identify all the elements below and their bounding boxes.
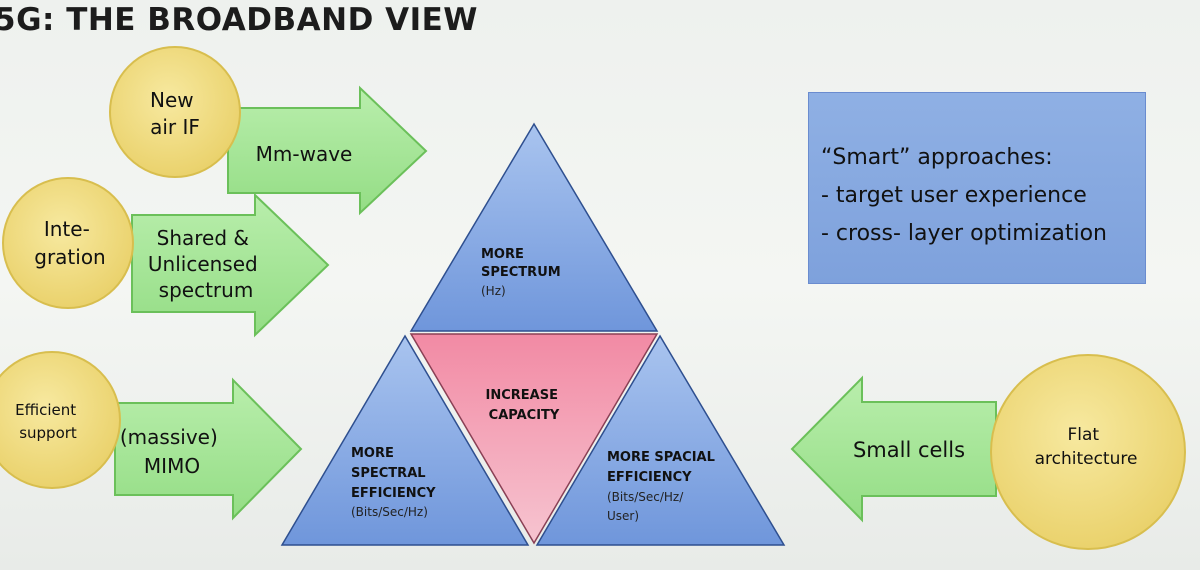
- small-cells-arrow: [790, 375, 997, 523]
- mm-wave-label: Mm-wave: [256, 142, 353, 166]
- more-spectral-efficiency-unit: (Bits/Sec/Hz): [351, 505, 428, 519]
- more-spacial-efficiency-heading: MORE SPACIAL EFFICIENCY: [607, 450, 719, 485]
- more-spectral-efficiency-triangle: [280, 334, 530, 546]
- shared-unlicensed-label: Shared & Unlicensed spectrum: [148, 226, 264, 302]
- smart-approaches-box: “Smart” approaches: - target user experi…: [808, 92, 1146, 284]
- more-spectral-efficiency-heading: MORE SPECTRAL EFFICIENCY: [351, 446, 436, 501]
- more-spectrum-unit: (Hz): [481, 284, 506, 298]
- increase-capacity-heading: INCREASE CAPACITY: [486, 388, 563, 423]
- massive-mimo-label: (massive) MIMO: [120, 425, 224, 478]
- increase-capacity-triangle: [409, 333, 659, 545]
- smart-approaches-item: - cross- layer optimization: [821, 221, 1107, 246]
- integration-circle: [2, 177, 134, 309]
- smart-approaches-item: - target user experience: [821, 183, 1087, 208]
- flat-architecture-circle: [990, 354, 1186, 550]
- new-air-if-label: New air IF: [150, 88, 200, 139]
- efficient-support-circle: [0, 351, 121, 489]
- more-spacial-efficiency-triangle: [535, 334, 786, 546]
- efficient-support-label: Efficient support: [15, 401, 81, 442]
- smart-approaches-heading: “Smart” approaches:: [821, 145, 1053, 170]
- more-spectrum-triangle: [409, 122, 659, 332]
- new-air-if-circle: [109, 46, 241, 178]
- integration-label: Inte- gration: [34, 217, 105, 269]
- flat-architecture-label: Flat architecture: [1035, 425, 1138, 469]
- small-cells-label: Small cells: [853, 438, 965, 462]
- slide-title: 5G: THE BROADBAND VIEW: [0, 2, 478, 38]
- massive-mimo-arrow: [114, 377, 303, 521]
- mm-wave-arrow: [227, 85, 428, 216]
- shared-unlicensed-arrow: [131, 192, 330, 338]
- more-spectrum-heading: MORE SPECTRUM: [481, 247, 561, 280]
- more-spacial-efficiency-unit: (Bits/Sec/Hz/ User): [607, 490, 687, 523]
